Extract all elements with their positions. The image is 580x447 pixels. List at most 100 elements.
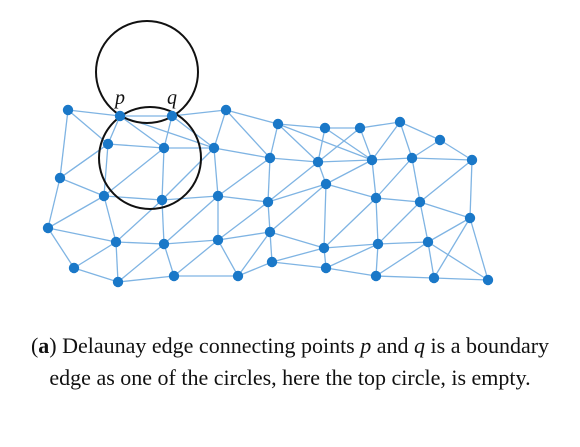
triangulation-edge	[269, 231, 325, 249]
triangulation-edge	[377, 201, 421, 245]
triangulation-point	[428, 272, 440, 284]
triangulation-edge	[411, 157, 421, 203]
triangulation-edge	[269, 123, 279, 159]
triangulation-edge	[433, 217, 471, 279]
triangulation-edge	[173, 239, 219, 277]
triangulation-edge	[59, 109, 69, 179]
triangulation-edge	[399, 121, 441, 141]
triangulation-point	[220, 104, 232, 116]
triangulation-point	[232, 270, 244, 282]
triangulation-edge	[317, 127, 326, 163]
caption-text-2: and	[371, 333, 415, 358]
point-q	[166, 110, 178, 122]
triangulation-point	[208, 142, 220, 154]
triangulation-edge	[325, 243, 379, 269]
triangulation-point	[212, 234, 224, 246]
triangulation-edge	[399, 121, 413, 159]
triangulation-edge	[161, 195, 219, 201]
triangulation-edge	[317, 159, 373, 163]
triangulation-point	[370, 270, 382, 282]
delaunay-triangulation-figure: p q	[42, 20, 494, 288]
triangulation-edge	[47, 195, 105, 229]
triangulation-edge	[103, 147, 165, 197]
triangulation-point	[112, 276, 124, 288]
triangulation-edge	[323, 183, 327, 249]
triangulation-edge	[325, 267, 377, 277]
triangulation-point	[68, 262, 80, 274]
triangulation-edge	[267, 161, 319, 203]
triangulation-edge	[115, 241, 119, 283]
triangulation-edge	[107, 143, 165, 149]
point-p	[114, 110, 126, 122]
triangulation-edge	[469, 217, 489, 281]
triangulation-point	[466, 154, 478, 166]
triangulation-edge	[115, 241, 165, 245]
triangulation-edge	[324, 127, 373, 161]
triangulation-edge	[411, 157, 473, 161]
triangulation-edge	[213, 147, 219, 197]
triangulation-edge	[269, 157, 319, 163]
caption-text-3: is a boundary edge as one of the circles…	[49, 333, 550, 390]
triangulation-edge	[277, 123, 319, 163]
triangulation-point	[110, 236, 122, 248]
triangulation-edge	[59, 177, 105, 197]
triangulation-point	[62, 104, 74, 116]
figure-caption: (a) Delaunay edge connecting points p an…	[30, 333, 550, 390]
triangulation-point	[266, 256, 278, 268]
triangulation-edge	[375, 241, 429, 277]
triangulation-point	[156, 194, 168, 206]
triangulation-point	[262, 196, 274, 208]
triangulation-edge	[237, 231, 271, 277]
triangulation-point	[320, 178, 332, 190]
triangulation-points	[42, 104, 494, 288]
triangulation-edge	[67, 109, 121, 117]
triangulation-edge	[375, 243, 379, 277]
top-empty-circle	[95, 20, 199, 124]
triangulation-point	[320, 262, 332, 274]
triangulation-edge	[427, 241, 489, 281]
caption-p: p	[360, 333, 372, 358]
caption-panel-letter: a	[38, 333, 50, 358]
caption-q: q	[414, 333, 426, 358]
point-q-label: q	[167, 87, 177, 109]
triangulation-edge	[317, 127, 361, 163]
triangulation-edge	[371, 121, 401, 161]
triangulation-edge	[217, 239, 239, 277]
triangulation-edge	[375, 197, 421, 203]
triangulation-edge	[217, 201, 269, 241]
triangulation-edge	[73, 267, 119, 283]
triangulation-point	[366, 154, 378, 166]
triangulation-point	[354, 122, 366, 134]
triangulation-edge	[377, 241, 429, 245]
triangulation-point	[264, 152, 276, 164]
triangulation-edge	[277, 123, 326, 129]
triangulation-edge	[371, 159, 377, 199]
triangulation-edge	[427, 241, 435, 279]
triangulation-edge	[217, 157, 271, 197]
triangulation-edge	[163, 239, 219, 245]
triangulation-edge	[117, 275, 175, 283]
triangulation-point	[54, 172, 66, 184]
triangulation-point	[312, 156, 324, 168]
triangulation-edge	[171, 109, 227, 117]
triangulation-point	[372, 238, 384, 250]
triangulation-edge	[225, 109, 271, 159]
triangulation-edge	[359, 127, 373, 161]
triangulation-edge	[267, 183, 327, 203]
triangulation-point	[434, 134, 446, 146]
triangulation-edge	[375, 275, 435, 279]
triangulation-edge	[359, 121, 401, 129]
triangulation-edge	[267, 157, 271, 203]
triangulation-point	[370, 192, 382, 204]
triangulation-edge	[103, 195, 117, 243]
triangulation-point	[98, 190, 110, 202]
triangulation-edge	[213, 147, 271, 159]
lower-circle	[98, 106, 202, 210]
caption-text-1: Delaunay edge connecting points	[56, 333, 361, 358]
triangulation-edge	[163, 243, 175, 277]
triangulation-point	[168, 270, 180, 282]
triangulation-edge	[161, 147, 165, 201]
triangulation-point	[42, 222, 54, 234]
triangulation-edge	[117, 243, 165, 283]
point-p-label: p	[113, 87, 125, 109]
